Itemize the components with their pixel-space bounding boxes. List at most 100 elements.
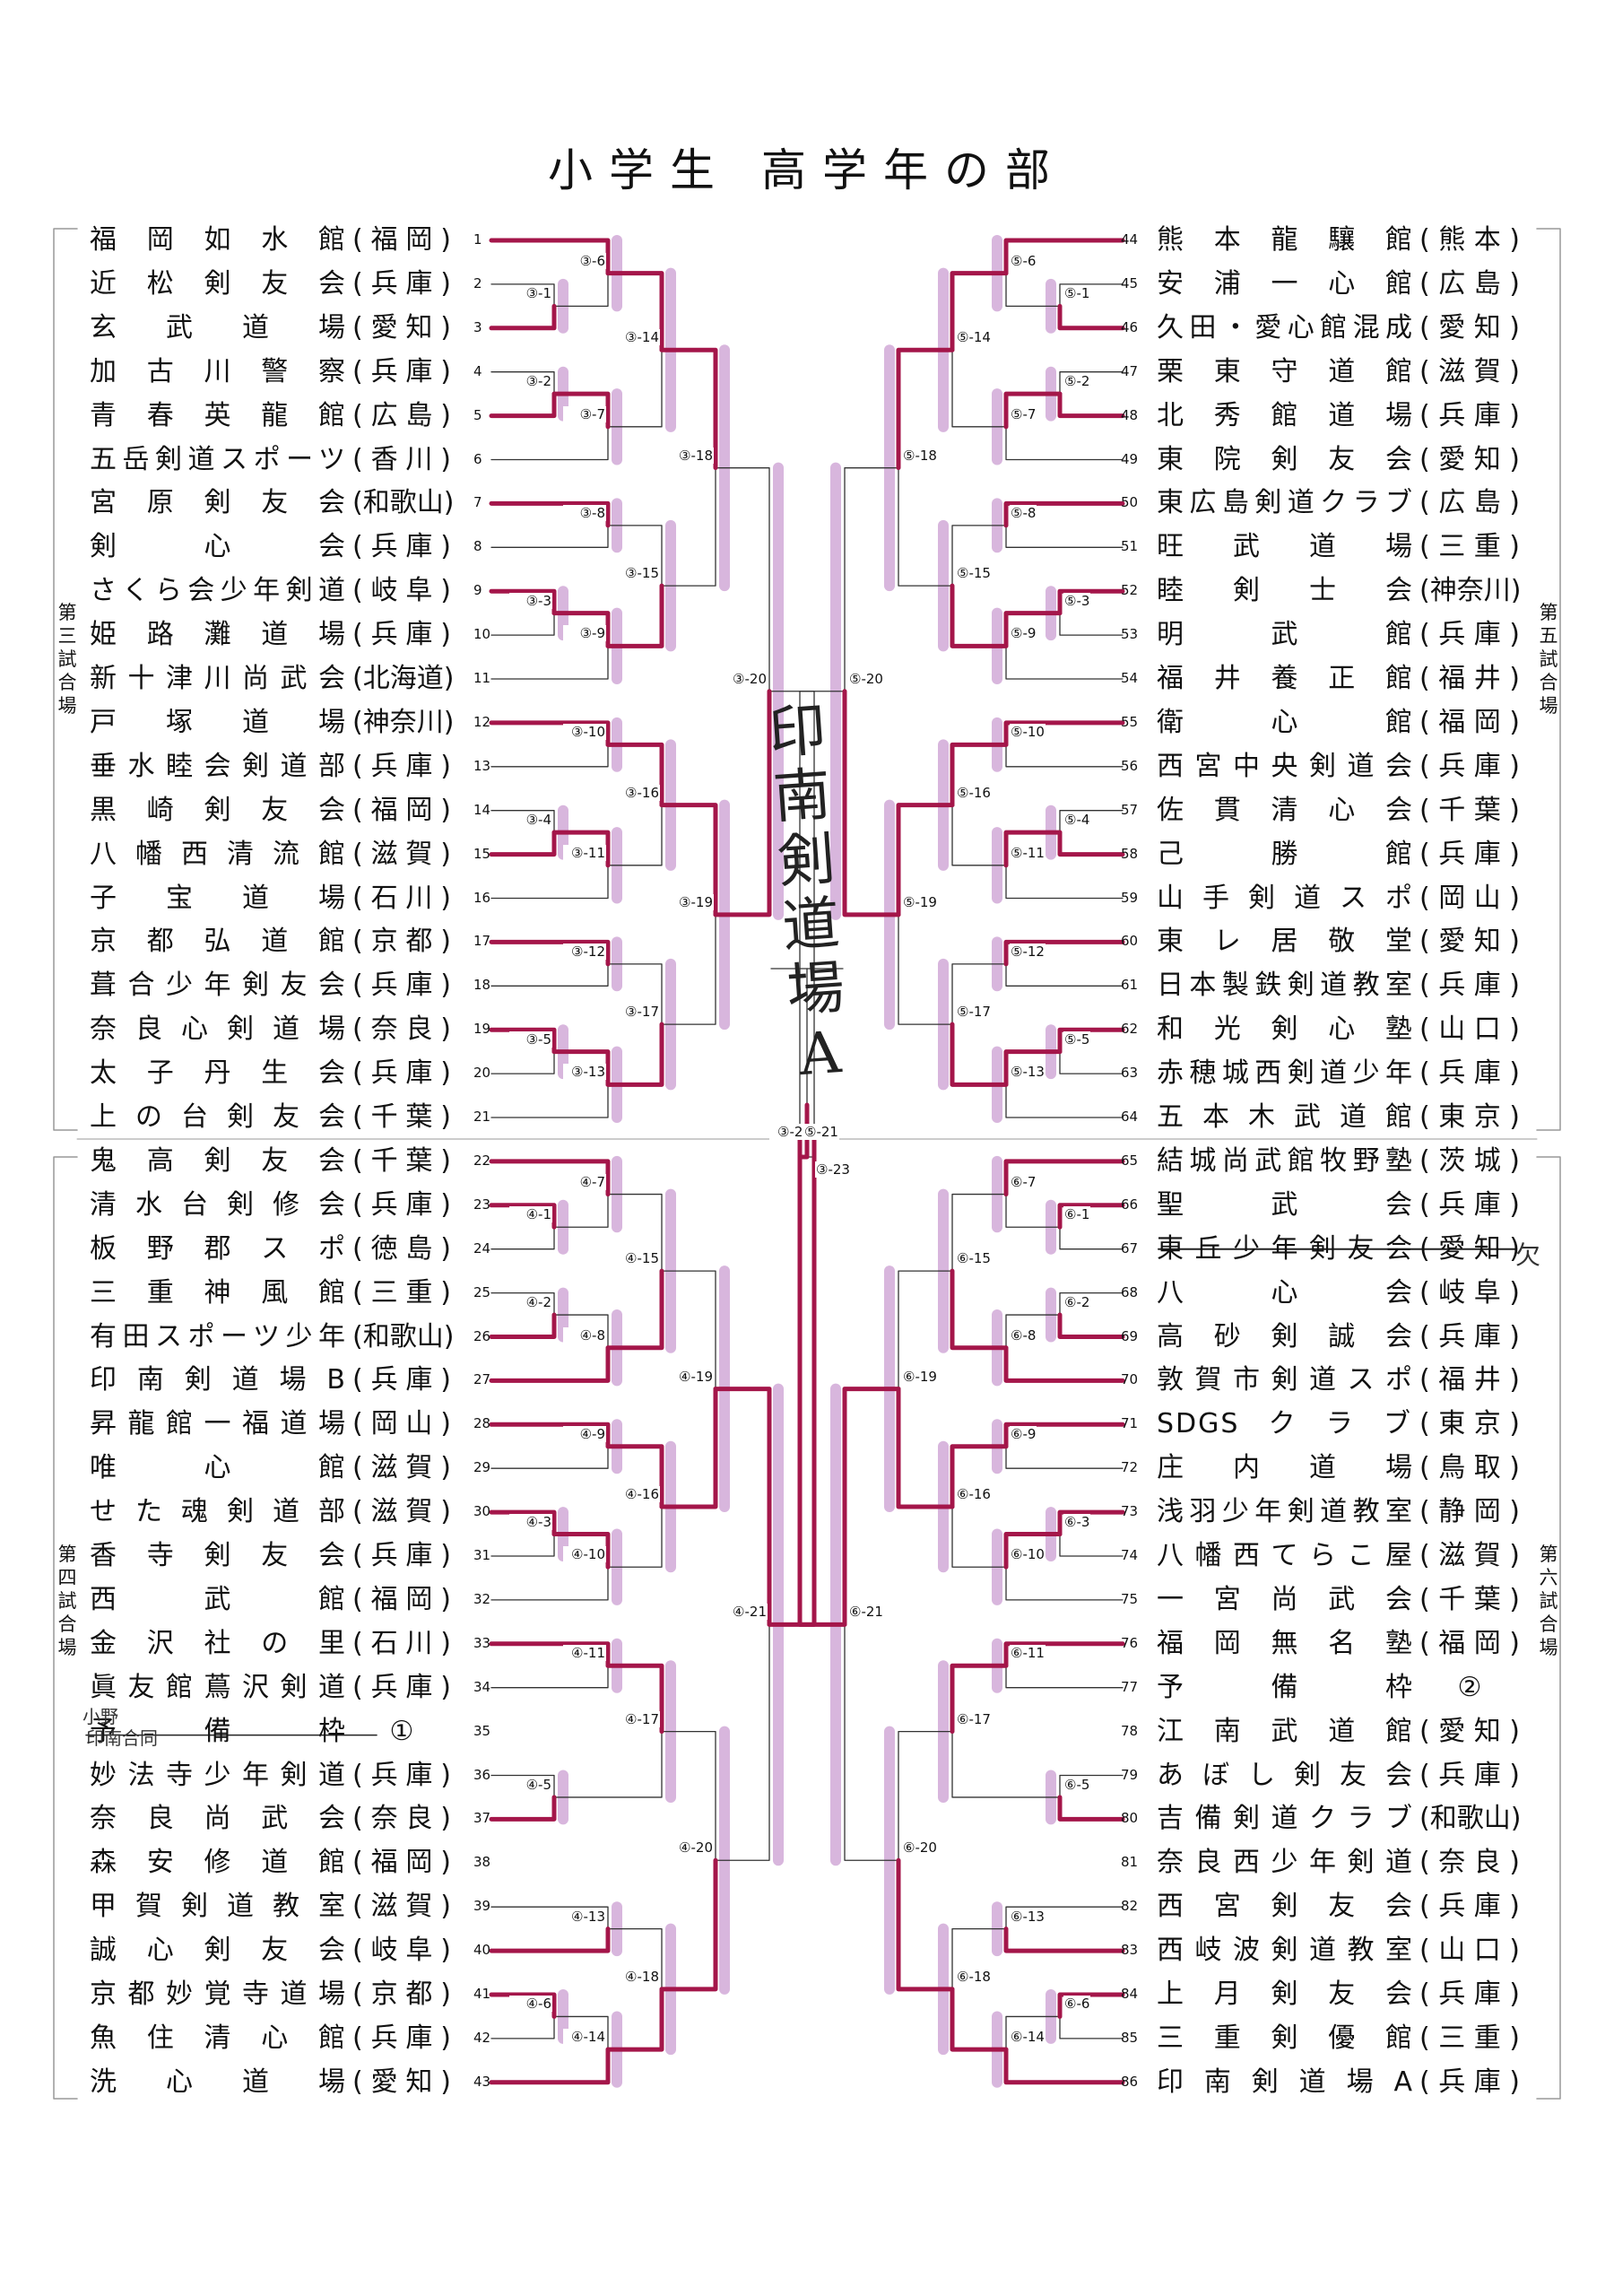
- team-row: 明武館(兵庫): [1157, 620, 1520, 650]
- seed-number: 80: [1121, 1810, 1139, 1827]
- team-name: 子宝道場: [90, 882, 345, 914]
- team-row: 太子丹生会(兵庫): [90, 1058, 451, 1089]
- team-name: 旺武道場: [1157, 531, 1412, 563]
- winner-path: [950, 1022, 1009, 1087]
- winner-path: [713, 689, 772, 918]
- bracket-line: [490, 393, 609, 461]
- match-label: ③-12: [563, 943, 606, 960]
- team-row: 剣心会(兵庫): [90, 532, 451, 562]
- seed-number: 74: [1121, 1547, 1139, 1563]
- team-prefecture: (兵庫): [1419, 1057, 1520, 1090]
- team-name: 山手剣道スポ: [1157, 882, 1412, 914]
- match-label: ⑤-6: [1010, 252, 1037, 269]
- winner-path: [605, 1444, 664, 1509]
- team-prefecture: (三重): [1419, 2022, 1520, 2054]
- match-label: ⑤-8: [1010, 504, 1037, 521]
- team-row: 上の台剣友会(千葉): [90, 1102, 451, 1133]
- match-label: ⑥-11: [1010, 1645, 1046, 1662]
- match-label: ⑤-13: [1010, 1064, 1046, 1081]
- team-row: 佐貫清心会(千葉): [1157, 795, 1520, 826]
- team-name: 福井養正館: [1157, 663, 1412, 694]
- winner-path: [605, 1268, 664, 1351]
- winner-path: [489, 1641, 611, 1668]
- match-label: ⑤-10: [1010, 724, 1046, 741]
- match-label: ③-10: [563, 724, 606, 741]
- seed-number: 15: [473, 845, 491, 862]
- bracket-line: [490, 1533, 609, 1601]
- winner-path: [489, 1926, 611, 1953]
- seed-number: 72: [1121, 1459, 1139, 1476]
- team-name: 剣心会: [90, 531, 345, 563]
- team-name: 香寺剣友会: [90, 1540, 345, 1571]
- team-name: 宮原剣友会: [90, 487, 345, 519]
- seed-number: 16: [473, 889, 491, 906]
- winner-path: [1057, 1027, 1125, 1055]
- team-prefecture: (兵庫): [352, 1057, 451, 1090]
- bracket-line: [1005, 2015, 1124, 2083]
- team-row: 鬼高剣友会(千葉): [90, 1145, 451, 1177]
- team-row: 福岡無名塾(福岡): [1157, 1628, 1520, 1659]
- match-label: ③-16: [617, 784, 660, 801]
- seed-number: 28: [473, 1415, 491, 1432]
- match-label: ③-18: [671, 447, 714, 464]
- seed-number: 65: [1121, 1152, 1139, 1169]
- match-label: ⑤-11: [1010, 844, 1046, 861]
- venue-label-third: 第三試合場: [57, 602, 77, 717]
- winner-path: [489, 1203, 557, 1230]
- match-label: ④-5: [509, 1776, 552, 1793]
- team-name: 金沢社の里: [90, 1627, 345, 1659]
- seed-number: 56: [1121, 757, 1139, 774]
- seed-number: 29: [473, 1459, 491, 1476]
- team-name: 安浦一心館: [1157, 267, 1412, 300]
- winner-path: [489, 588, 557, 616]
- seed-number: 45: [1121, 274, 1139, 291]
- winner-path: [489, 391, 557, 419]
- seed-number: 5: [473, 406, 482, 423]
- match-label: ③-15: [617, 565, 660, 582]
- seed-number: 30: [473, 1503, 491, 1520]
- substitute-team-note: 印南合同: [86, 1727, 158, 1749]
- team-prefecture: (京都): [352, 1979, 451, 2010]
- team-row: 京都妙覚寺道場(京都): [90, 1979, 451, 2010]
- seed-number: 41: [473, 1986, 491, 2002]
- seed-number: 46: [1121, 318, 1139, 335]
- team-prefecture: (和歌山): [352, 1320, 455, 1352]
- seed-number: 42: [473, 2029, 491, 2046]
- bracket-line: [1005, 393, 1124, 461]
- team-row: 東院剣友会(愛知): [1157, 444, 1520, 475]
- team-prefecture: (愛知): [1419, 926, 1520, 958]
- team-prefecture: (山口): [1419, 1935, 1520, 1967]
- team-name: 玄武道場: [90, 311, 345, 344]
- winner-path: [1003, 1641, 1125, 1668]
- team-row: 玄武道場(愛知): [90, 311, 451, 344]
- seed-number: 35: [473, 1722, 491, 1739]
- winner-path: [551, 1532, 611, 1570]
- match-label: ⑤-19: [902, 893, 938, 910]
- team-name: さくら会少年剣道: [90, 575, 345, 607]
- team-name: 妙法寺少年剣道: [90, 1759, 345, 1791]
- match-label: ⑥-20: [902, 1839, 938, 1857]
- seed-number: 8: [473, 538, 482, 555]
- team-prefecture: (兵庫): [1419, 1188, 1520, 1221]
- team-name: 予備枠: [1157, 1671, 1412, 1703]
- winner-path: [1003, 1422, 1125, 1449]
- match-label: ⑥-19: [902, 1368, 938, 1385]
- match-label: ③-14: [617, 329, 660, 346]
- team-name: 印南剣道場A: [1157, 2066, 1412, 2098]
- winner-path: [950, 583, 1009, 648]
- team-prefecture: (兵庫): [352, 531, 451, 563]
- winner-path: [489, 1509, 557, 1537]
- team-prefecture: ②: [1457, 1671, 1482, 1703]
- team-name: 板野郡スポ: [90, 1232, 345, 1265]
- team-prefecture: (福岡): [352, 794, 451, 826]
- team-row: 五本木武道館(東京): [1157, 1102, 1520, 1133]
- team-name: 奈良西少年剣道: [1157, 1847, 1412, 1879]
- team-row: 宮原剣友会(和歌山): [90, 487, 454, 519]
- match-label: ⑥-9: [1010, 1425, 1037, 1442]
- team-name: 熊本龍驤館: [1157, 224, 1412, 256]
- team-row: 有田スポーツ少年(和歌山): [90, 1320, 455, 1352]
- team-name: 近松剣友会: [90, 267, 345, 300]
- team-prefecture: (兵庫): [352, 267, 451, 300]
- team-name: 黒崎剣友会: [90, 794, 345, 826]
